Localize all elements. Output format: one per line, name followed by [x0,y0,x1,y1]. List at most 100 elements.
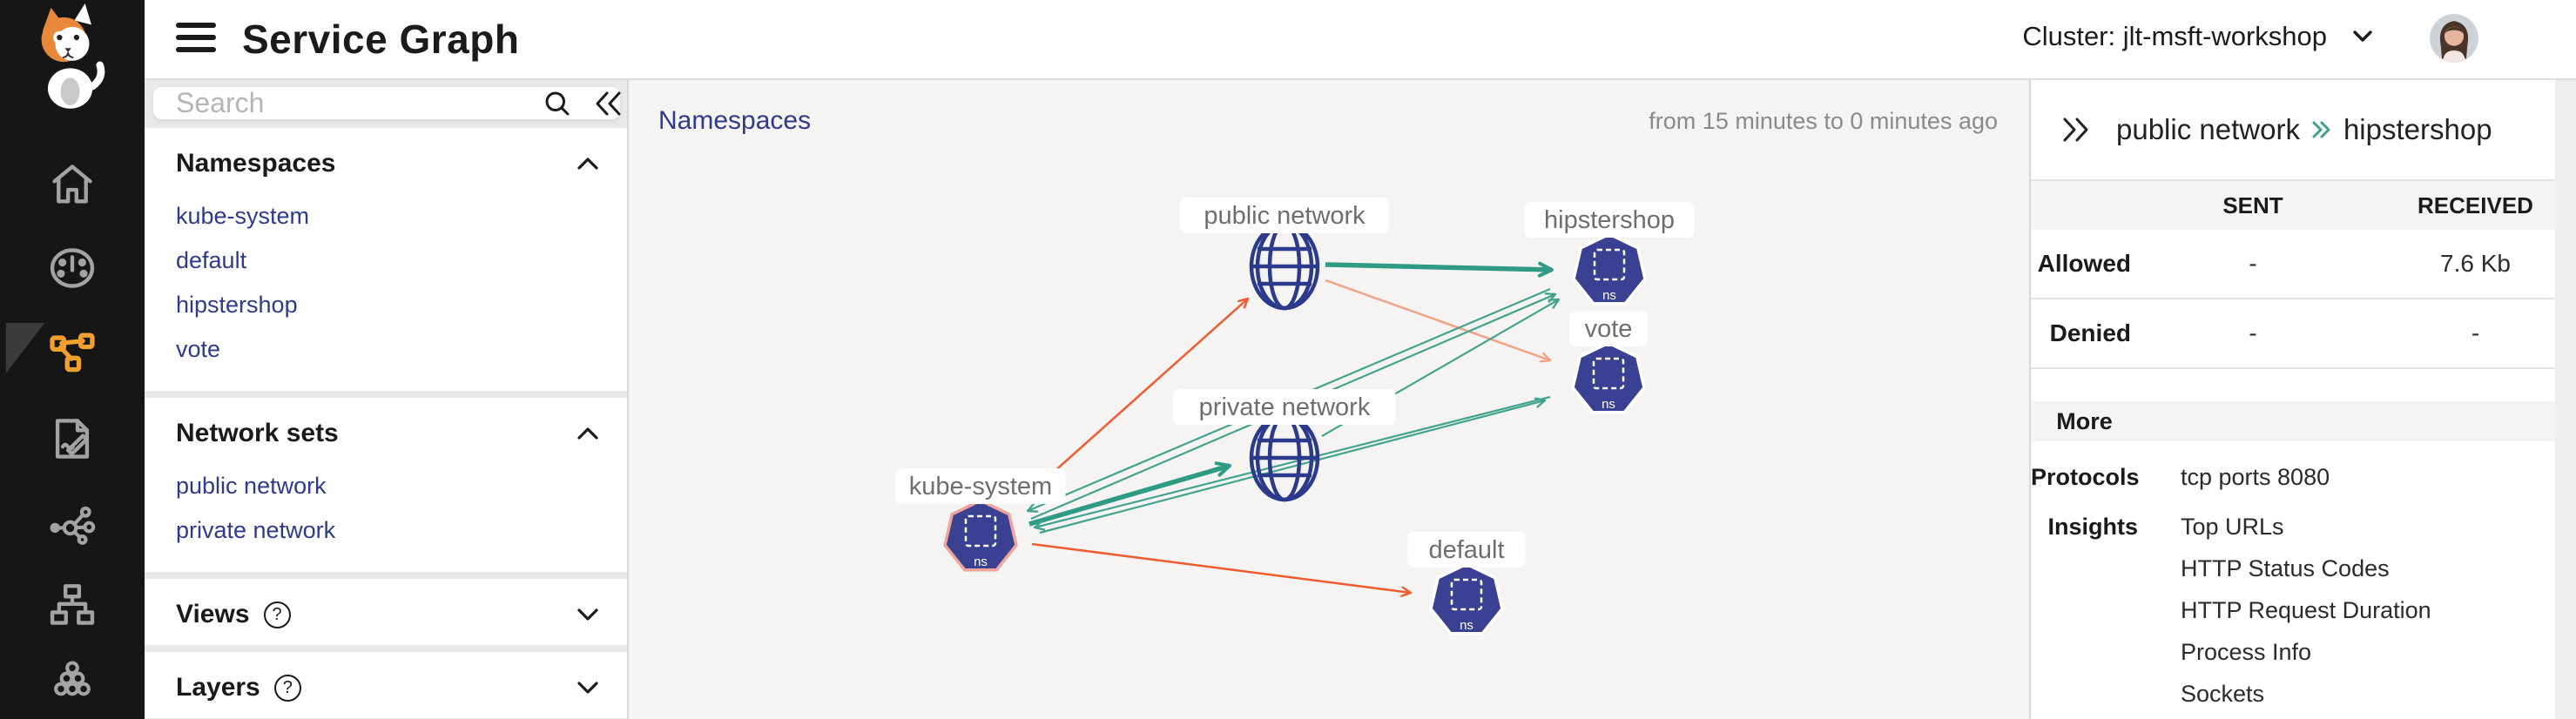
graph-edge-kube-system-private-network[interactable] [1028,461,1231,527]
graph-node-hipstershop[interactable]: ns [1572,232,1647,306]
namespaces-list: kube-system default hipstershop vote [145,194,627,391]
network-sets-list: public network private network [145,464,627,572]
user-avatar[interactable] [2430,14,2478,63]
graph-node-public-network[interactable] [1249,222,1320,311]
service-graph-sidebar: Namespaces kube-system default hipstershop… [145,80,629,719]
rail-item-policies[interactable] [0,413,145,465]
search-input[interactable] [176,87,542,119]
graph-view-label: Namespaces [658,106,812,135]
section-views-title: Views ? [176,600,291,629]
time-range-label: from 15 minutes to 0 minutes ago [1649,108,1998,134]
more-section-header[interactable]: More [2031,401,2576,441]
help-icon[interactable]: ? [273,674,301,702]
breadcrumb-source[interactable]: public network [2116,113,2300,145]
graph-node-default[interactable]: ns [1429,562,1504,635]
svg-text:ns: ns [1602,288,1616,303]
network-set-link[interactable]: public network [176,473,327,499]
svg-text:ns: ns [1602,397,1615,412]
traffic-table: SENT RECEIVED Allowed - 7.6 Kb Denied - … [2031,179,2576,369]
section-network-sets: Network sets public network private netwo… [145,398,627,572]
chevron-down-icon [577,608,598,621]
collapse-panel-icon[interactable] [592,89,625,118]
expand-panel-icon[interactable] [2057,115,2094,144]
section-network-sets-header[interactable]: Network sets [145,398,627,464]
details-scrollbar[interactable] [2555,80,2576,719]
namespace-hexagon-icon [1571,341,1646,414]
graph-edge-kube-system-vote[interactable] [1039,397,1547,534]
top-header: Service Graph Cluster: jlt-msft-workshop [145,0,2576,80]
breadcrumb-target[interactable]: hipstershop [2343,113,2492,145]
section-namespaces: Namespaces kube-system default hipstershop… [145,128,627,391]
svg-text:vote: vote [1585,315,1633,343]
section-views: Views ? [145,579,627,645]
namespace-link[interactable]: default [176,247,247,273]
graph-edge-public-network-vote[interactable] [1325,279,1552,363]
graph-svg: public network ns hipstershop ns vote pr… [895,198,1695,635]
chevron-down-icon [2353,30,2372,42]
protocols-value: tcp ports 8080 [2181,464,2330,490]
graph-node-label-hipstershop: hipstershop [1524,202,1695,238]
insight-link[interactable]: Top URLs [2181,514,2284,540]
section-namespaces-header[interactable]: Namespaces [145,128,627,194]
service-graph-canvas[interactable]: public network ns hipstershop ns vote pr… [629,80,2029,719]
namespace-hexagon-icon [1429,562,1504,635]
graph-node-private-network[interactable] [1249,413,1320,502]
insight-link[interactable]: Sockets [2181,681,2265,707]
rail-item-home[interactable] [0,158,145,211]
service-graph-icon [50,333,95,373]
rail-item-service-graph[interactable] [0,323,145,379]
page-title: Service Graph [242,17,520,62]
graph-node-label-kube-system: kube-system [895,468,1066,504]
insight-link[interactable]: HTTP Status Codes [2181,555,2390,581]
chevron-down-icon [577,682,598,694]
graph-node-vote[interactable]: ns [1571,341,1646,414]
clusters-icon [54,661,91,696]
section-views-header[interactable]: Views ? [145,579,627,645]
rail-item-flows[interactable] [0,500,145,552]
graph-node-kube-system[interactable]: ns [943,499,1018,572]
hierarchy-icon [50,584,95,625]
network-set-link[interactable]: private network [176,517,336,543]
graph-node-label-private-network: private network [1173,389,1396,425]
search-box [153,87,621,119]
help-icon[interactable]: ? [263,601,291,628]
edge-details-panel: public network hipstershop SENT RECEIVED… [2029,80,2576,719]
rail-item-hierarchy[interactable] [0,579,145,631]
graph-node-label-vote: vote [1569,311,1648,346]
svg-text:private network: private network [1199,393,1371,421]
avatar-photo [2430,14,2478,63]
svg-text:hipstershop: hipstershop [1544,206,1675,234]
namespace-link[interactable]: kube-system [176,203,310,229]
namespace-link[interactable]: hipstershop [176,292,298,318]
graph-edge-kube-system-default[interactable] [1031,542,1413,597]
section-layers-header[interactable]: Layers ? [145,652,627,718]
rail-item-clusters[interactable] [0,655,145,708]
breadcrumb: public network hipstershop [2116,113,2492,146]
home-icon [52,165,92,204]
insight-link[interactable]: Process Info [2181,639,2312,665]
table-row-allowed: Allowed - 7.6 Kb [2031,230,2576,299]
section-network-sets-title: Network sets [176,419,339,447]
rail-item-dashboard[interactable] [0,242,145,294]
insight-link[interactable]: HTTP Request Duration [2181,597,2431,623]
flows-molecule-icon [50,506,96,545]
svg-text:public network: public network [1204,202,1366,230]
globe-icon [1249,413,1320,502]
hamburger-menu-icon[interactable] [176,23,216,57]
policy-document-icon [55,419,90,459]
graph-edge-public-network-hipstershop[interactable] [1325,261,1554,278]
namespace-link[interactable]: vote [176,336,221,362]
svg-text:ns: ns [1460,618,1473,633]
svg-text:ns: ns [974,554,988,569]
app-rail [0,0,145,719]
section-layers-title: Layers ? [176,673,301,702]
table-row-denied: Denied - - [2031,299,2576,369]
cluster-selector[interactable]: Cluster: jlt-msft-workshop [2022,21,2376,52]
svg-text:default: default [1428,536,1504,564]
search-icon[interactable] [542,88,573,119]
svg-text:kube-system: kube-system [909,473,1052,501]
globe-icon [1249,222,1320,311]
section-layers: Layers ? [145,652,627,718]
graph-edge-vote-kube-system[interactable] [1033,395,1551,531]
